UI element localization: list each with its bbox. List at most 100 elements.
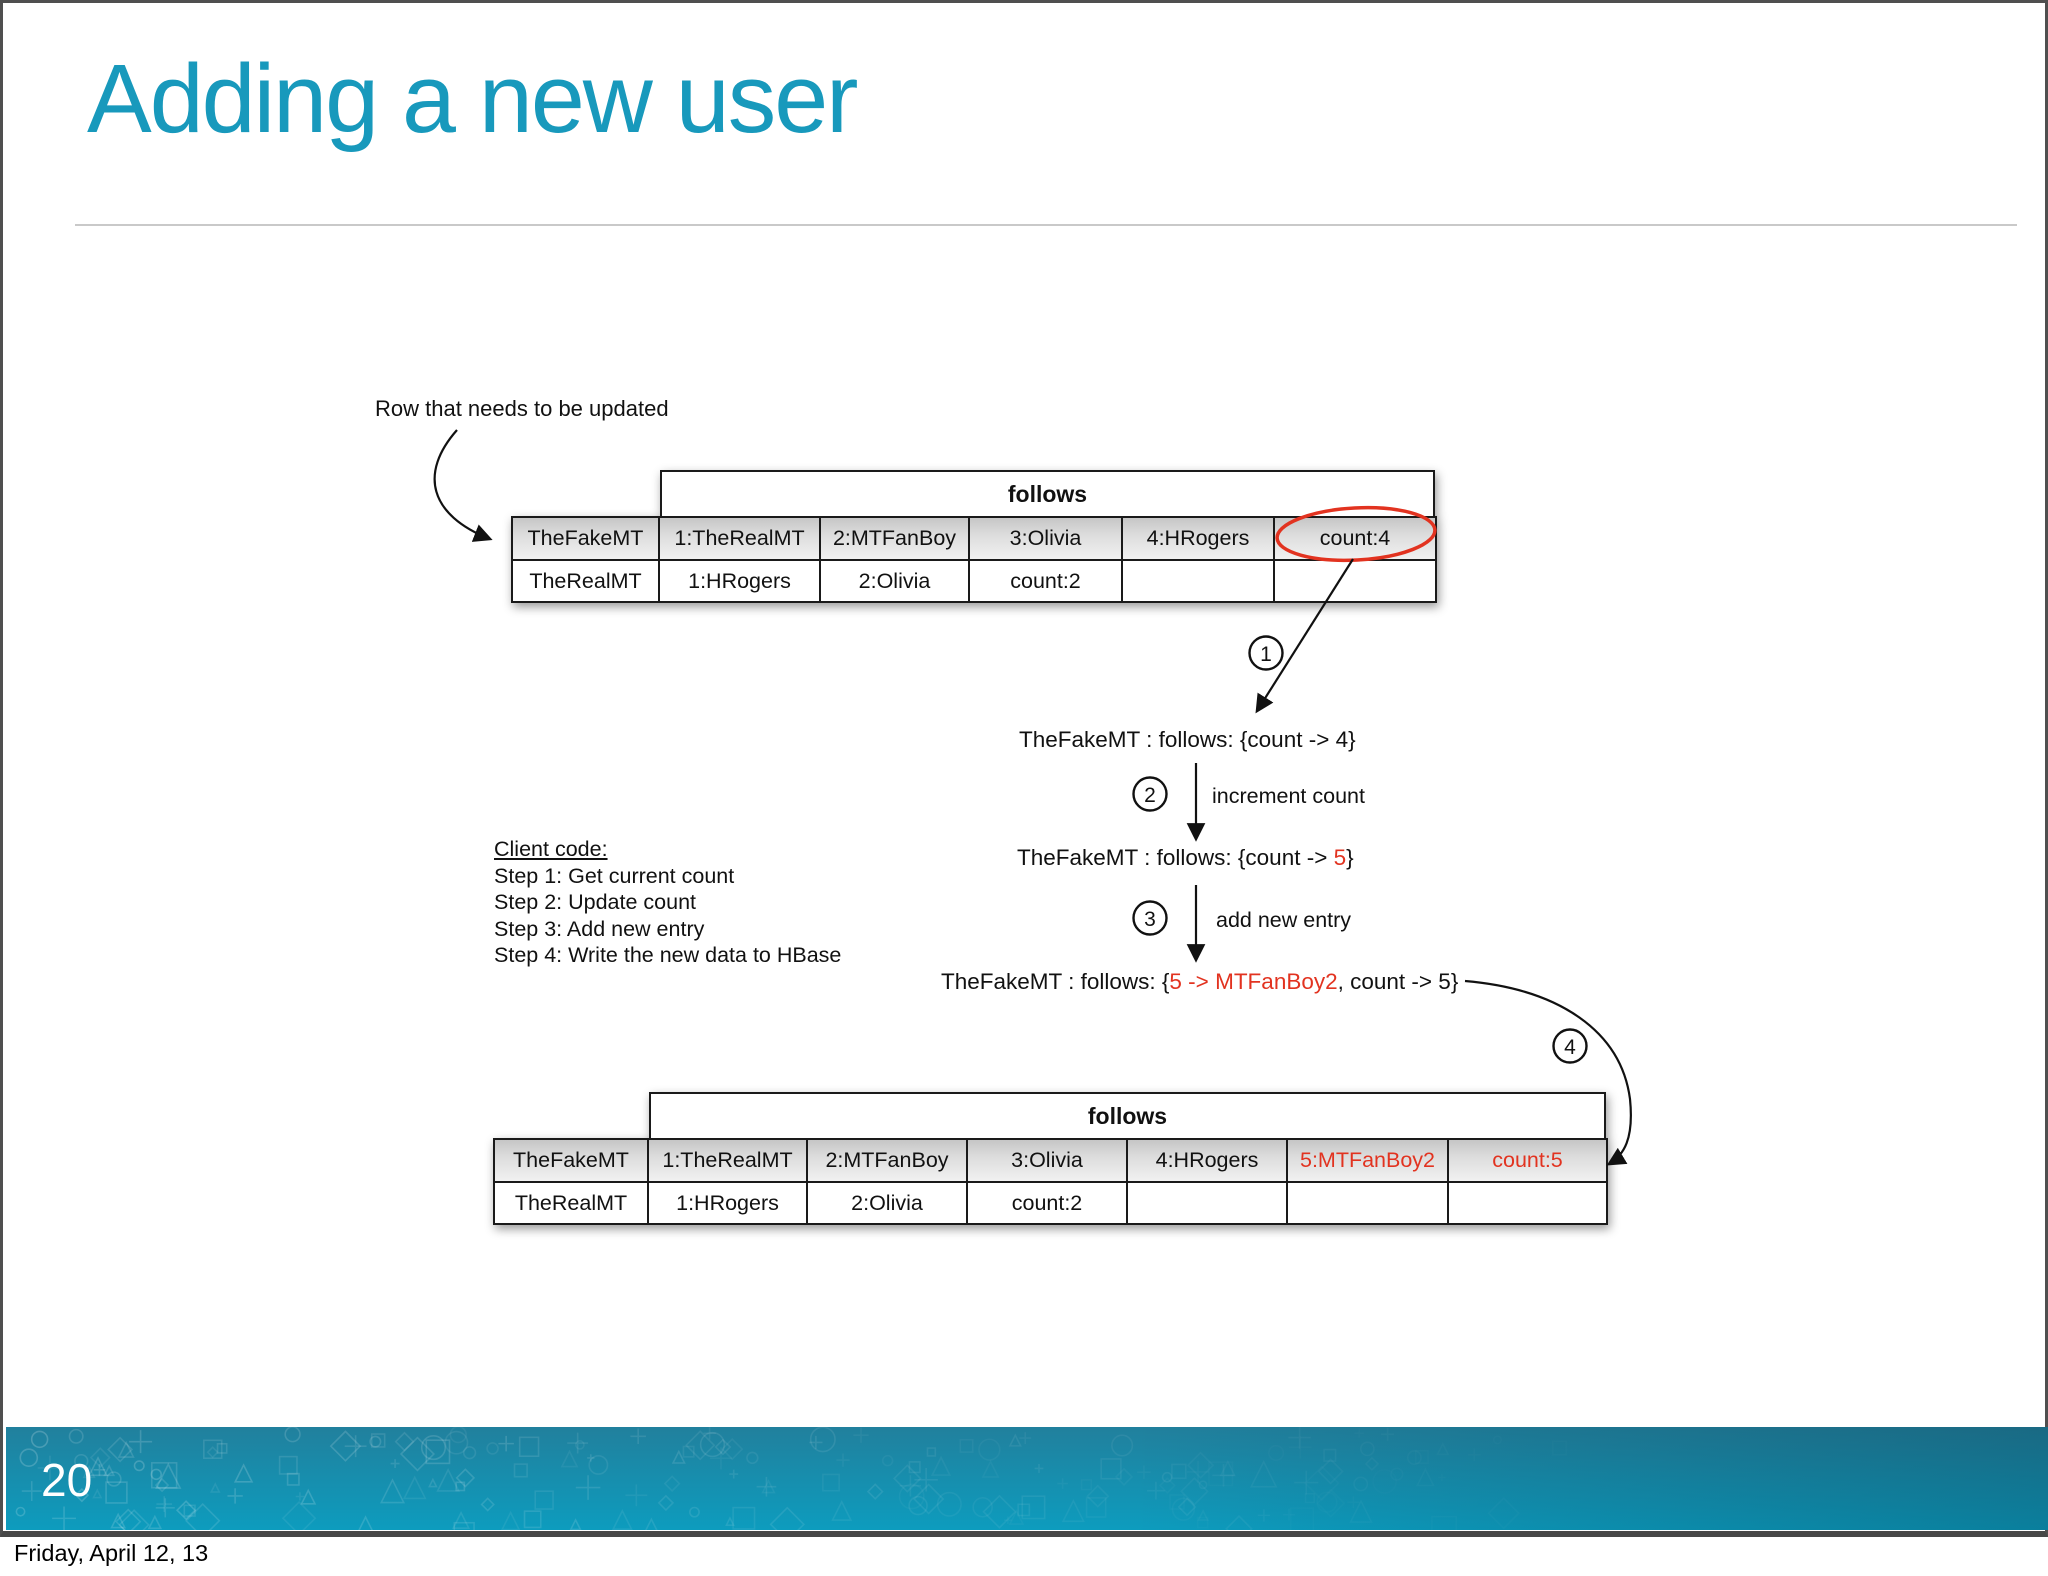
pattern-glyph <box>1306 1494 1315 1503</box>
flow-text: TheFakeMT : follows: { <box>941 969 1170 994</box>
flow-text-red: 5 <box>1333 845 1347 870</box>
pattern-glyph <box>1361 1442 1374 1455</box>
pattern-glyph <box>914 1468 938 1492</box>
pattern-glyph <box>281 1500 317 1530</box>
pattern-glyph <box>534 1490 554 1510</box>
bar-pattern-icons <box>15 1427 1566 1530</box>
table-cell: 1:HRogers <box>660 561 819 601</box>
pattern-glyph <box>725 1516 735 1526</box>
pattern-glyph <box>30 1430 49 1449</box>
pattern-glyph <box>746 1451 759 1465</box>
pattern-glyph <box>671 1449 686 1464</box>
pattern-glyph <box>575 1475 601 1500</box>
pattern-glyph <box>898 1483 925 1510</box>
pattern-glyph <box>1468 1448 1481 1461</box>
pattern-glyph <box>115 1508 142 1530</box>
svg-text:3: 3 <box>1144 908 1156 931</box>
pattern-glyph <box>455 1481 466 1492</box>
step-badge-4: 4 <box>1552 1028 1588 1064</box>
pattern-glyph <box>203 1439 223 1460</box>
pattern-glyph <box>908 1461 921 1474</box>
table-cell: 1:TheRealMT <box>660 518 819 559</box>
svg-text:1: 1 <box>1260 643 1272 666</box>
pattern-glyph <box>74 1453 89 1469</box>
pattern-glyph <box>1034 1464 1044 1473</box>
pattern-glyph <box>369 1435 382 1448</box>
flow-text-red: 5 -> MTFanBoy2 <box>1169 969 1338 994</box>
pattern-glyph <box>1288 1427 1311 1449</box>
pattern-glyph <box>936 1491 962 1517</box>
pattern-glyph <box>1198 1480 1208 1490</box>
pattern-glyph <box>133 1460 145 1472</box>
pattern-glyph <box>89 1447 111 1469</box>
pattern-glyph <box>93 1463 106 1476</box>
pattern-glyph <box>630 1428 646 1445</box>
pattern-glyph <box>175 1500 197 1521</box>
client-code-block: Client code: Step 1: Get current count S… <box>494 836 841 969</box>
row-update-label: Row that needs to be updated <box>375 396 669 421</box>
pattern-glyph <box>286 1472 300 1486</box>
diagram-arrows-overlay: 1 2 3 4 <box>433 429 1632 1166</box>
pattern-glyph <box>129 1430 153 1454</box>
table-cell: 5:MTFanBoy2 <box>1288 1140 1447 1181</box>
pattern-glyph <box>155 1498 175 1518</box>
table-cell: 2:MTFanBoy <box>821 518 968 559</box>
pattern-glyph <box>15 1506 26 1517</box>
pattern-glyph <box>1494 1436 1502 1444</box>
pattern-glyph <box>117 1440 135 1458</box>
table-cell: 4:HRogers <box>1123 518 1273 559</box>
pattern-glyph <box>1432 1517 1456 1530</box>
pattern-glyph <box>567 1432 589 1454</box>
pattern-glyph <box>1061 1498 1085 1523</box>
pattern-glyph <box>19 1448 39 1468</box>
pattern-glyph <box>425 1439 451 1465</box>
pattern-glyph <box>486 1442 499 1455</box>
pattern-glyph <box>278 1455 298 1475</box>
pattern-glyph <box>156 1496 173 1512</box>
pattern-glyph <box>959 1438 974 1453</box>
pattern-glyph <box>1019 1432 1032 1444</box>
pattern-glyph <box>358 1515 373 1530</box>
pattern-glyph <box>394 1431 415 1452</box>
table-cell: count:4 <box>1275 518 1435 559</box>
increment-count-label: increment count <box>1212 784 1365 808</box>
pattern-glyph <box>82 1465 96 1479</box>
client-code-heading: Client code: <box>494 837 608 861</box>
pattern-glyph <box>899 1475 922 1497</box>
pattern-glyph <box>462 1446 477 1460</box>
pattern-glyph <box>1381 1428 1394 1441</box>
pattern-glyph <box>295 1492 305 1501</box>
pattern-glyph <box>1137 1465 1151 1479</box>
step-badge-1: 1 <box>1248 635 1284 671</box>
pattern-glyph <box>1438 1474 1446 1482</box>
pattern-glyph <box>1017 1503 1031 1517</box>
pattern-glyph <box>699 1431 726 1458</box>
pattern-glyph <box>390 1459 400 1469</box>
pattern-glyph <box>1366 1458 1378 1470</box>
pattern-glyph <box>983 1462 998 1477</box>
pattern-glyph <box>379 1478 406 1504</box>
pattern-glyph <box>428 1477 438 1488</box>
pattern-glyph <box>769 1506 805 1530</box>
add-new-entry-label: add new entry <box>1216 908 1352 932</box>
pattern-glyph <box>1111 1434 1134 1457</box>
svg-text:4: 4 <box>1564 1036 1576 1059</box>
pattern-glyph <box>569 1518 582 1530</box>
pattern-glyph <box>1085 1497 1107 1518</box>
pattern-glyph <box>1553 1441 1566 1454</box>
pattern-glyph <box>1294 1470 1319 1495</box>
pattern-glyph <box>37 1455 63 1481</box>
table-cell: 4:HRogers <box>1128 1140 1286 1181</box>
pattern-glyph <box>831 1499 853 1521</box>
pattern-glyph <box>399 1436 435 1472</box>
pattern-glyph <box>106 1471 122 1487</box>
pattern-glyph <box>1408 1451 1421 1464</box>
pattern-glyph <box>1323 1448 1337 1462</box>
pattern-glyph <box>926 1447 937 1457</box>
pattern-glyph <box>150 1462 178 1489</box>
pattern-glyph <box>587 1454 595 1462</box>
pattern-glyph <box>714 1438 732 1456</box>
pattern-glyph <box>103 1464 116 1477</box>
